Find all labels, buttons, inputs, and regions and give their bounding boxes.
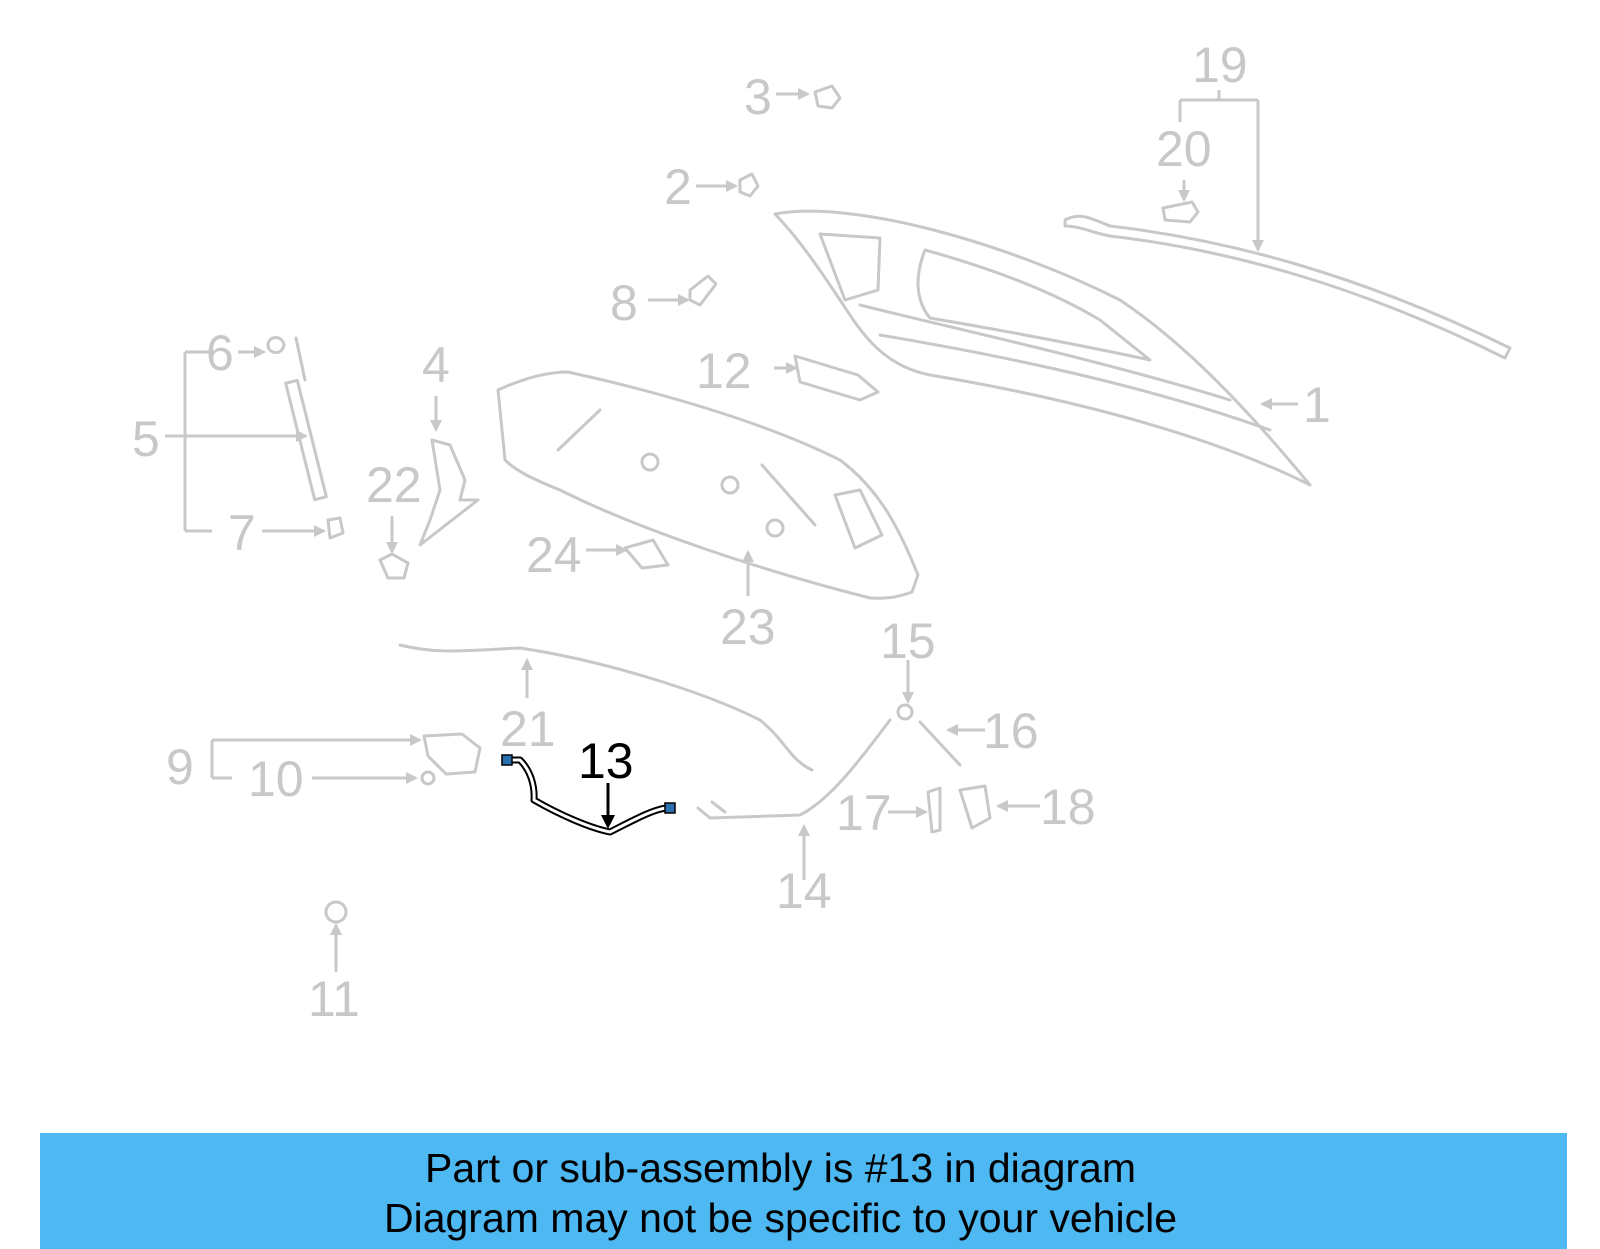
callout-17: 17 [836,785,892,841]
hood-insulator [496,370,920,600]
bumper-part-8 [688,274,718,307]
callout-18: 18 [1040,779,1096,835]
callout-21: 21 [500,701,556,757]
callout-6: 6 [206,325,234,381]
bracket-part-24 [623,538,670,570]
banner-line-disclaimer: Diagram may not be specific to your vehi… [383,1195,1177,1241]
callout-10: 10 [248,751,304,807]
callout-3: 3 [744,69,772,125]
release-handle [896,703,962,767]
leader-lines [165,88,1298,972]
callout-2: 2 [664,159,692,215]
exploded-view-svg: 1 2 3 4 5 6 7 8 9 10 11 12 13 14 15 16 1… [132,37,1512,1027]
callout-22: 22 [366,457,422,513]
highlighted-cable-part-13 [501,754,676,836]
release-cable [696,718,892,820]
hood-bumper [378,552,410,580]
callout-8: 8 [610,275,638,331]
hood-hinge [418,438,480,547]
callout-14: 14 [776,863,832,919]
lift-support [266,336,345,540]
callout-4: 4 [422,337,450,393]
hood-panel [773,209,1312,487]
bracket-part-12 [793,354,880,402]
callout-16: 16 [983,703,1039,759]
part-info-banner: Part or sub-assembly is #13 in diagram D… [40,1133,1567,1249]
callout-labels: 1 2 3 4 5 6 7 8 9 10 11 12 13 14 15 16 1… [132,37,1331,1027]
callout-1: 1 [1303,377,1331,433]
banner-line-part-number: Part or sub-assembly is #13 in diagram [425,1145,1136,1191]
callout-13: 13 [578,733,634,789]
seal-clip [1161,200,1200,224]
callout-20: 20 [1156,121,1212,177]
callout-19: 19 [1192,37,1248,93]
hood-front-seal [398,643,814,772]
callout-12: 12 [696,343,752,399]
clip-part-17 [926,786,942,834]
bezel-part-18 [958,784,992,830]
callout-9: 9 [166,739,194,795]
callout-24: 24 [526,527,582,583]
callout-7: 7 [228,505,256,561]
hood-latch [422,732,482,776]
latch-bolt [420,770,436,786]
bolt-part-3 [813,84,842,110]
callout-23: 23 [720,599,776,655]
callout-15: 15 [880,613,936,669]
hood-seal [1063,214,1512,360]
clip-part-11 [324,900,348,924]
callout-5: 5 [132,411,160,467]
bolt-part-2 [738,172,760,198]
callout-11: 11 [308,971,360,1027]
